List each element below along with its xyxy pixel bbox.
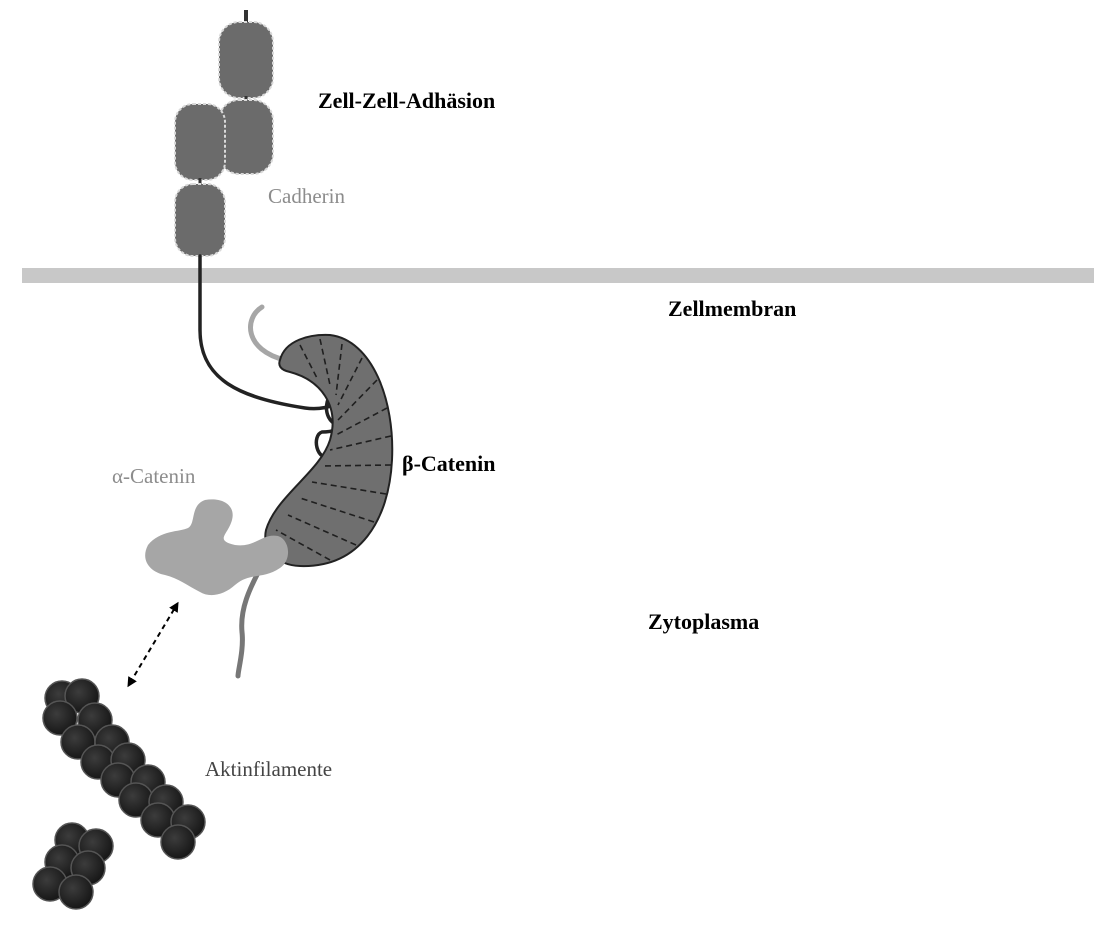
beta-catenin-n-tail <box>251 307 285 360</box>
label-zell-zell-adhesion: Zell-Zell-Adhäsion <box>318 88 495 114</box>
cell-membrane <box>22 268 1094 283</box>
label-beta-catenin: β-Catenin <box>402 451 495 477</box>
beta-catenin-body <box>265 335 392 566</box>
cadherin-domain-3 <box>175 104 225 180</box>
actin-monomer <box>161 825 195 859</box>
beta-catenin <box>238 307 392 676</box>
actin-monomer <box>59 875 93 909</box>
label-aktinfilamente: Aktinfilamente <box>205 757 332 782</box>
actin-filaments <box>33 679 205 909</box>
cadherin-domain-4 <box>175 184 225 256</box>
cadherin-domain-2 <box>219 100 273 174</box>
interaction-arrow <box>130 606 176 683</box>
label-zytoplasma: Zytoplasma <box>648 609 759 635</box>
label-zellmembran: Zellmembran <box>668 296 796 322</box>
label-cadherin: Cadherin <box>268 184 345 209</box>
label-alpha-catenin: α-Catenin <box>112 464 195 489</box>
cadherin <box>175 10 343 501</box>
alpha-catenin <box>145 499 288 595</box>
cadherin-domain-1 <box>219 22 273 98</box>
